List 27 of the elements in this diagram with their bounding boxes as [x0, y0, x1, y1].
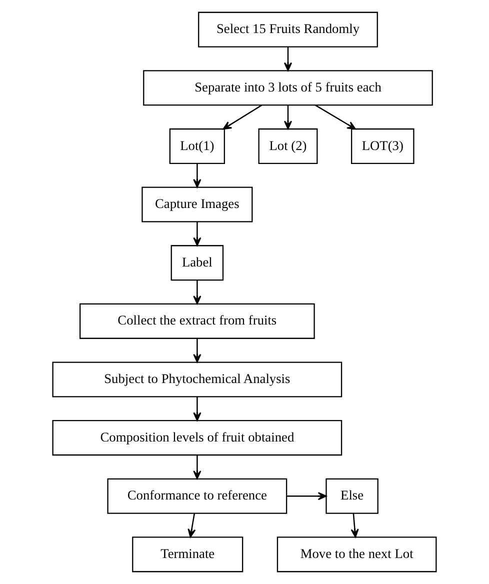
arrow — [284, 105, 292, 130]
node-box: Else — [326, 478, 378, 514]
arrow — [188, 513, 196, 538]
arrow — [193, 222, 202, 246]
node-box: Label — [170, 245, 224, 281]
node-box: LOT(3) — [351, 128, 414, 164]
node-box: Composition levels of fruit obtained — [52, 420, 342, 456]
node-box: Separate into 3 lots of 5 fruits each — [143, 70, 433, 106]
arrow — [193, 280, 202, 304]
arrow — [193, 163, 202, 188]
node-box: Conformance to reference — [107, 478, 288, 514]
arrow — [193, 396, 202, 421]
node-box: Collect the extract from fruits — [80, 303, 315, 339]
arrow — [350, 513, 359, 538]
node-box: Select 15 Fruits Randomly — [198, 12, 378, 48]
arrow — [286, 492, 327, 500]
node-box: Move to the next Lot — [276, 536, 437, 572]
arrow — [315, 104, 356, 130]
node-box: Capture Images — [142, 186, 253, 222]
arrow — [284, 46, 292, 72]
arrow — [222, 104, 262, 130]
arrow — [193, 455, 202, 480]
node-box: Subject to Phytochemical Analysis — [52, 362, 342, 398]
node-box: Lot (2) — [258, 128, 318, 164]
arrow — [193, 338, 202, 363]
node-box: Terminate — [132, 536, 244, 572]
node-box: Lot(1) — [169, 128, 225, 164]
